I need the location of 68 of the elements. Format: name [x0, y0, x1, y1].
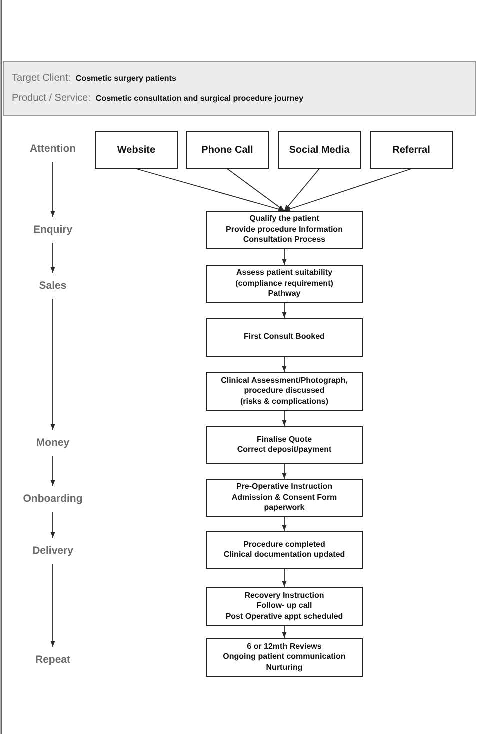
step-text: Correct deposit/payment [237, 445, 332, 456]
field-label: Product / Service: [12, 93, 91, 104]
arrow [50, 298, 56, 430]
step-text: Qualify the patient [250, 214, 320, 225]
process-box [206, 638, 363, 677]
step-text: Follow- up call [256, 601, 312, 612]
process-box [206, 265, 363, 303]
arrow [282, 464, 287, 480]
box-label: Phone Call [202, 144, 254, 156]
arrow [50, 242, 56, 274]
stage-label: Onboarding [23, 493, 83, 505]
step-text: Assess patient suitability [236, 268, 333, 279]
arrow [282, 356, 287, 372]
stage-label: Sales [39, 280, 67, 292]
process-box [206, 479, 363, 517]
source-box [278, 131, 361, 169]
process-box [206, 211, 363, 249]
info-panel [3, 61, 476, 116]
step-text: Finalise Quote [256, 434, 312, 445]
stage-label: Money [36, 437, 70, 449]
stage-label: Delivery [32, 545, 74, 557]
process-box [206, 318, 363, 357]
process-box [206, 531, 363, 569]
arrow [282, 410, 287, 426]
step-text: Admission & Consent Form paperwork [230, 492, 338, 514]
arrow [282, 248, 287, 266]
process-box [206, 587, 363, 626]
stage-label: Repeat [35, 654, 70, 666]
process-box [206, 426, 363, 464]
step-text: Clinical documentation updated [224, 550, 346, 560]
step-text: Post Operative appt scheduled [226, 612, 344, 622]
arrow [227, 168, 285, 212]
step-text: Procedure completed [244, 540, 326, 550]
step-text: Provide procedure Information [226, 224, 343, 236]
arrow [50, 512, 56, 538]
step-text: Pathway [268, 289, 301, 300]
step-text: (compliance requirement) [236, 278, 334, 290]
box-label: Referral [392, 144, 430, 156]
source-box [95, 131, 178, 169]
process-box [206, 372, 363, 411]
source-box [370, 131, 453, 169]
arrow [282, 302, 287, 318]
arrow [50, 456, 56, 486]
stage-label: Attention [30, 143, 76, 155]
step-text: Clinical Assessment/Photograph, procedure discussed [220, 376, 349, 397]
stage-label: Enquiry [33, 224, 73, 236]
arrow [282, 568, 287, 588]
field-label: Target Client: [12, 72, 71, 84]
step-text: Ongoing patient communication [223, 652, 346, 663]
step-text: Pre-Operative Instruction [236, 482, 333, 493]
arrow [282, 626, 287, 638]
field-value: Cosmetic consultation and surgical procedure journey [96, 94, 304, 104]
step-text: Nurturing [266, 662, 303, 674]
arrow [284, 168, 412, 212]
box-label: Website [117, 144, 156, 156]
arrow [284, 168, 320, 212]
step-text: First Consult Booked [244, 332, 325, 343]
arrow [136, 168, 285, 212]
step-text: Recovery Instruction [244, 590, 324, 602]
field-value: Cosmetic surgery patients [76, 74, 176, 83]
arrow [50, 564, 56, 648]
step-text: 6 or 12mth Reviews [247, 642, 322, 652]
step-text: (risks & complications) [240, 396, 329, 408]
box-label: Social Media [289, 144, 350, 156]
step-text: Consultation Process [243, 235, 326, 246]
arrow [50, 162, 56, 218]
source-box [186, 131, 269, 169]
arrow [282, 516, 287, 532]
